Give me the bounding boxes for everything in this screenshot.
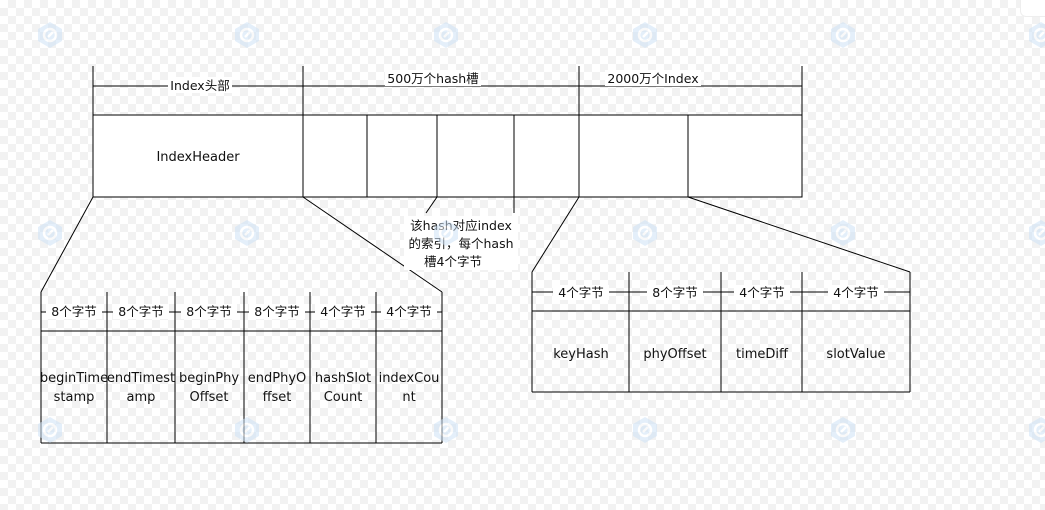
- index-field-sizes: 4个字节 8个字节 4个字节 4个字节: [553, 285, 884, 300]
- header-field-end-timestamp: amp: [127, 390, 156, 405]
- header-field-begin-timestamp: stamp: [54, 390, 95, 405]
- connector-lines: [40, 196, 911, 293]
- index-header-cell: IndexHeader: [156, 150, 240, 165]
- header-field-index-count: indexCou: [379, 371, 440, 386]
- index-file-bar: [92, 114, 803, 198]
- header-field-sizes: 8个字节 8个字节 8个字节 8个字节 4个字节 4个字节: [46, 304, 437, 319]
- annotation-line-3: 槽4个字节: [424, 254, 482, 269]
- header-field-names: beginTime stamp endTimest amp beginPhy O…: [40, 371, 440, 405]
- header-size-label: 4个字节: [386, 304, 431, 319]
- header-field-index-count: nt: [402, 390, 415, 405]
- index-field-phy-offset: phyOffset: [643, 347, 706, 362]
- header-field-begin-phy-offset: Offset: [189, 390, 228, 405]
- header-size-label: 4个字节: [320, 304, 365, 319]
- index-file-outline: [92, 114, 803, 198]
- header-field-hash-slot-count: Count: [324, 390, 363, 405]
- top-section-labels: Index头部 500万个hash槽 2000万个Index: [168, 70, 701, 93]
- annotation-line-1: 该hash对应index: [410, 218, 512, 233]
- header-field-end-timestamp: endTimest: [107, 371, 175, 386]
- index-size-label: 4个字节: [833, 285, 878, 300]
- index-field-slot-value: slotValue: [826, 347, 885, 362]
- index-size-label: 4个字节: [739, 285, 784, 300]
- header-size-label: 8个字节: [118, 304, 163, 319]
- hash-slot-annotation: 该hash对应index 的索引，每个hash 槽4个字节: [404, 216, 518, 270]
- window-corner: [1020, 0, 1045, 17]
- header-field-end-phy-offset: ffset: [263, 390, 292, 405]
- index-field-time-diff: timeDiff: [736, 347, 789, 362]
- label-hash-slots-section: 500万个hash槽: [387, 71, 478, 86]
- header-field-end-phy-offset: endPhyO: [248, 371, 307, 386]
- header-size-label: 8个字节: [254, 304, 299, 319]
- index-size-label: 4个字节: [558, 285, 603, 300]
- label-index-header-section: Index头部: [170, 78, 229, 93]
- index-field-names: keyHash phyOffset timeDiff slotValue: [553, 347, 885, 362]
- header-size-label: 8个字节: [186, 304, 231, 319]
- header-field-hash-slot-count: hashSlot: [315, 371, 371, 386]
- header-size-label: 8个字节: [51, 304, 96, 319]
- label-index-section: 2000万个Index: [607, 71, 698, 86]
- index-field-key-hash: keyHash: [553, 347, 609, 362]
- index-size-label: 8个字节: [652, 285, 697, 300]
- annotation-line-2: 的索引，每个hash: [408, 236, 513, 251]
- header-field-begin-phy-offset: beginPhy: [179, 371, 239, 386]
- index-detail-lines: [531, 272, 911, 393]
- header-field-begin-timestamp: beginTime: [40, 371, 108, 386]
